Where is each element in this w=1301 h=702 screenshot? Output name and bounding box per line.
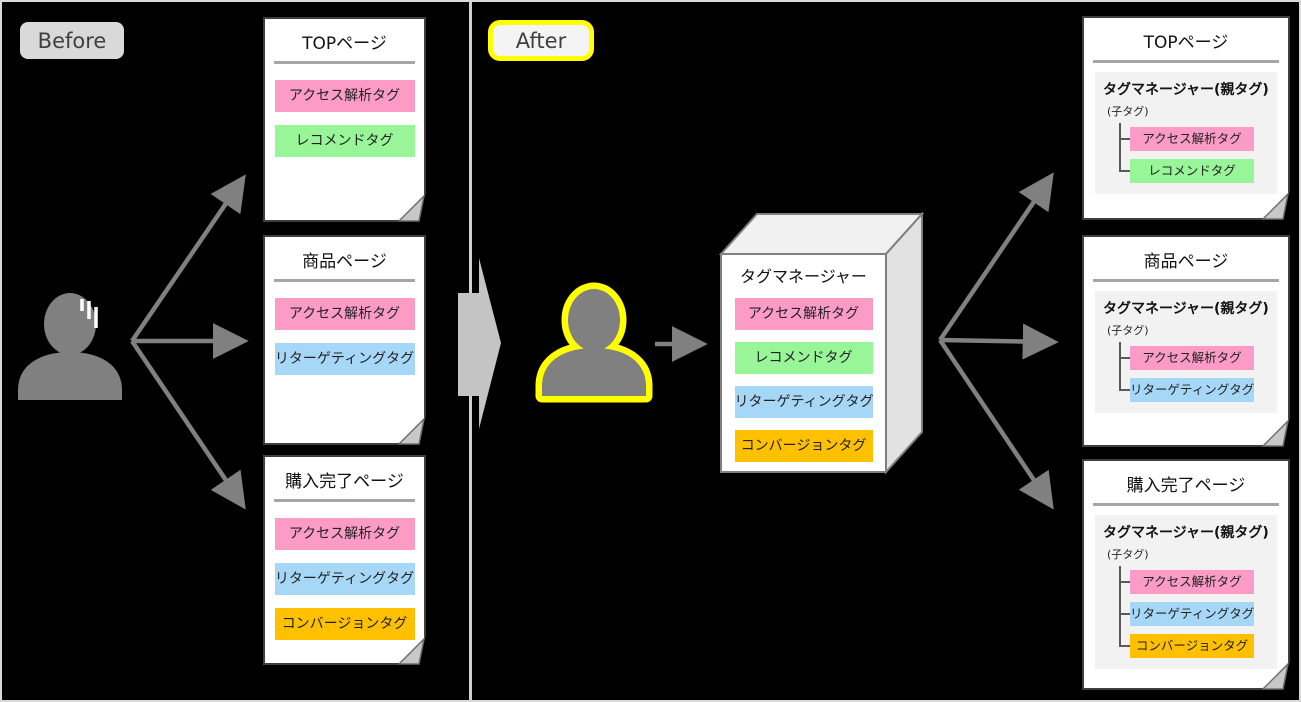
before-fan-arrows <box>130 174 249 510</box>
page-title: 購入完了ページ <box>1126 476 1246 496</box>
tree-branch <box>1119 613 1130 615</box>
tag-conversion: コンバージョンタグ <box>1130 634 1254 658</box>
tag-conversion: コンバージョンタグ <box>734 430 873 462</box>
section-divider <box>469 2 472 700</box>
title-rule <box>274 499 415 502</box>
tag-retargeting: リターゲティングタグ <box>734 386 874 418</box>
tag-manager-content: タグマネージャー アクセス解析タグ レコメンドタグ リターゲティングタグ コンバ… <box>721 254 886 472</box>
page-fold-icon <box>398 194 426 222</box>
tag-access-analytics: アクセス解析タグ <box>274 518 415 550</box>
after-fan-arrows <box>938 172 1059 510</box>
tag-retargeting: リターゲティングタグ <box>1130 602 1254 626</box>
tag-access-analytics: アクセス解析タグ <box>1130 127 1254 151</box>
after-card-top-page: TOPページ タグマネージャー(親タグ) (子タグ) アクセス解析タグ レコメン… <box>1082 16 1290 220</box>
tree-row: アクセス解析タグ <box>1119 346 1271 370</box>
tag-retargeting: リターゲティングタグ <box>1130 378 1254 402</box>
tree-row: リターゲティングタグ <box>1119 602 1271 626</box>
arrow-to-top-page <box>130 174 246 343</box>
tree-row: レコメンドタグ <box>1119 159 1271 183</box>
page-title: TOPページ <box>1143 33 1229 53</box>
before-card-top-page: TOPページ アクセス解析タグ レコメンドタグ <box>263 17 426 222</box>
page-title: 商品ページ <box>1143 252 1229 272</box>
after-card-product-page: 商品ページ タグマネージャー(親タグ) (子タグ) アクセス解析タグ リターゲテ… <box>1082 235 1290 447</box>
tree-branch <box>1119 645 1130 647</box>
child-tag-label: (子タグ) <box>1107 324 1149 337</box>
tree-branch <box>1119 170 1130 172</box>
tag-access-analytics: アクセス解析タグ <box>274 298 415 330</box>
arrow-to-product-page-after <box>939 323 1059 360</box>
arrow-to-purchase-page-after <box>938 338 1054 510</box>
tree-row: コンバージョンタグ <box>1119 634 1271 658</box>
before-card-product-page: 商品ページ アクセス解析タグ リターゲティングタグ <box>263 235 426 445</box>
child-tag-label: (子タグ) <box>1107 105 1149 118</box>
arrow-to-purchase-page <box>130 339 246 510</box>
box-side-face <box>885 211 923 475</box>
box-top-face <box>718 213 925 255</box>
parent-tag-label: タグマネージャー(親タグ) <box>1103 525 1269 541</box>
tree-branch <box>1119 357 1130 359</box>
child-tag-tree: アクセス解析タグ レコメンドタグ <box>1119 123 1271 183</box>
title-rule <box>274 61 415 64</box>
tree-branch <box>1119 138 1130 140</box>
child-tag-tree: アクセス解析タグ リターゲティングタグ <box>1119 342 1271 402</box>
tag-access-analytics: アクセス解析タグ <box>1130 570 1254 594</box>
title-rule <box>274 279 415 282</box>
arrow-to-top-page-after <box>938 172 1054 342</box>
page-fold-icon <box>1262 662 1290 690</box>
title-rule <box>1093 503 1279 506</box>
tag-access-analytics: アクセス解析タグ <box>734 298 873 330</box>
page-title: 購入完了ページ <box>285 472 404 492</box>
tree-branch <box>1119 389 1130 391</box>
child-tag-tree: アクセス解析タグ リターゲティングタグ コンバージョンタグ <box>1119 566 1271 658</box>
stressed-person-icon <box>18 293 122 400</box>
transition-block-arrow-icon <box>458 258 501 429</box>
after-label: After <box>488 20 594 61</box>
tree-row: リターゲティングタグ <box>1119 378 1271 402</box>
tag-access-analytics: アクセス解析タグ <box>274 80 415 112</box>
tag-manager-panel: タグマネージャー(親タグ) (子タグ) アクセス解析タグ レコメンドタグ <box>1095 72 1277 194</box>
page-fold-icon <box>398 637 426 665</box>
page-fold-icon <box>1262 192 1290 220</box>
parent-tag-label: タグマネージャー(親タグ) <box>1103 82 1269 98</box>
tag-recommend: レコメンドタグ <box>274 125 415 157</box>
page-fold-icon <box>398 417 426 445</box>
tag-manager-panel: タグマネージャー(親タグ) (子タグ) アクセス解析タグ リターゲティングタグ … <box>1095 515 1277 669</box>
tag-recommend: レコメンドタグ <box>1130 159 1254 183</box>
parent-tag-label: タグマネージャー(親タグ) <box>1103 301 1269 317</box>
tag-manager-title: タグマネージャー <box>740 267 867 286</box>
tag-recommend: レコメンドタグ <box>734 342 873 374</box>
tag-manager-panel: タグマネージャー(親タグ) (子タグ) アクセス解析タグ リターゲティングタグ <box>1095 291 1277 413</box>
page-fold-icon <box>1262 419 1290 447</box>
tag-retargeting: リターゲティングタグ <box>274 343 415 375</box>
child-tag-label: (子タグ) <box>1107 548 1149 561</box>
before-card-purchase-page: 購入完了ページ アクセス解析タグ リターゲティングタグ コンバージョンタグ <box>263 455 426 665</box>
tag-retargeting: リターゲティングタグ <box>274 563 415 595</box>
tree-branch <box>1119 581 1130 583</box>
title-rule <box>1093 60 1279 63</box>
highlighted-person-icon <box>535 282 653 403</box>
tag-conversion: コンバージョンタグ <box>274 608 415 640</box>
tree-row: アクセス解析タグ <box>1119 570 1271 594</box>
title-rule <box>1093 279 1279 282</box>
after-card-purchase-page: 購入完了ページ タグマネージャー(親タグ) (子タグ) アクセス解析タグ リター… <box>1082 459 1290 690</box>
stress-marks <box>80 299 98 328</box>
page-title: TOPページ <box>302 34 387 54</box>
tree-row: アクセス解析タグ <box>1119 127 1271 151</box>
page-title: 商品ページ <box>302 252 387 272</box>
tag-access-analytics: アクセス解析タグ <box>1130 346 1254 370</box>
before-label: Before <box>20 22 124 59</box>
